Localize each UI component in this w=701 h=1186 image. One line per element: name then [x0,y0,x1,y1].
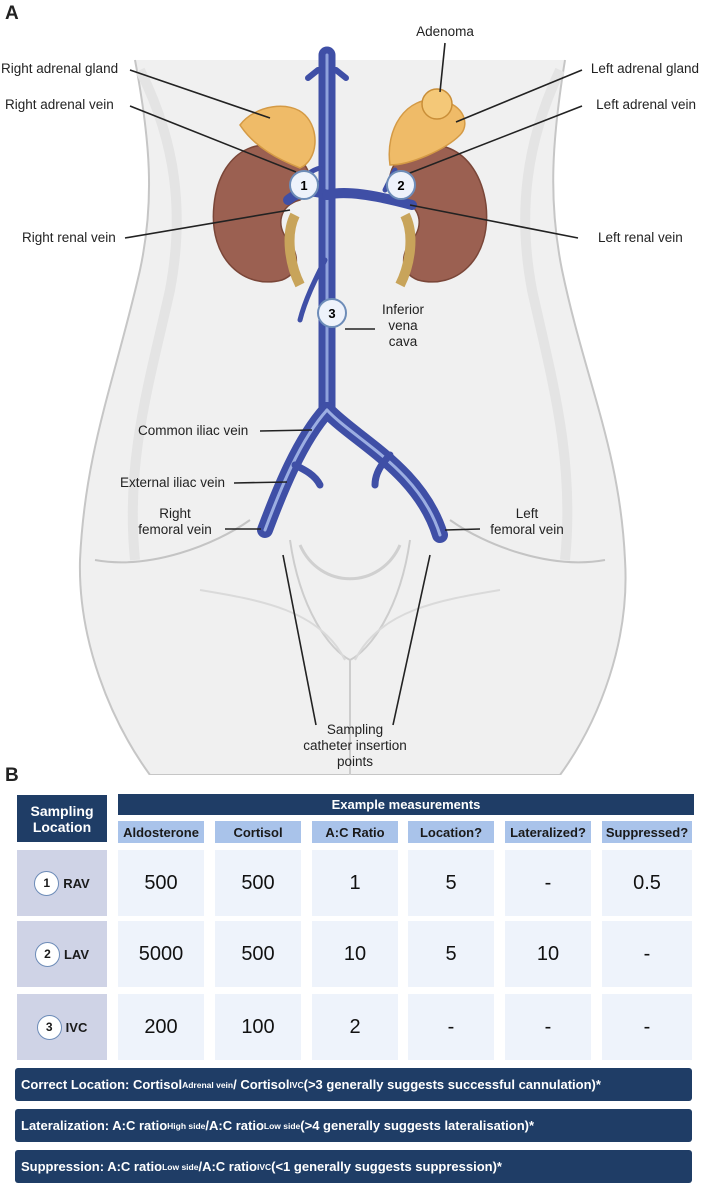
note-location-b: / Cortisol [233,1077,290,1092]
adenoma [421,88,453,120]
column-header: Cortisol [215,821,301,843]
label-left-renal-vein: Left renal vein [598,230,683,245]
note-location-s1: Adrenal vein [182,1079,234,1090]
row-number-marker: 1 [34,870,60,896]
table-cell: 500 [215,921,301,987]
svg-text:2: 2 [397,178,404,193]
row-number-marker: 3 [36,1014,62,1040]
note-location-s2: IVC [289,1079,304,1090]
table-cell: 100 [215,994,301,1060]
label-external-iliac: External iliac vein [120,475,226,490]
label-left-adrenal-vein: Left adrenal vein [596,97,696,112]
label-sampling-line1: Sampling [326,722,384,737]
label-left-femoral-line1: Left [515,506,539,521]
label-adenoma: Adenoma [416,24,474,39]
row-location-label: IVC [65,1019,88,1035]
table-cell: 200 [118,994,204,1060]
label-right-femoral: Right femoral vein [125,506,225,538]
table-cell: 2 [312,994,398,1060]
table-cell: - [505,850,591,916]
label-ivc-line1: Inferior [381,302,425,317]
note-sup-a: Suppression: A:C ratio [21,1159,163,1174]
body-silhouette [78,59,627,775]
table-cell: - [602,994,692,1060]
label-ivc: Inferior vena cava [378,302,428,350]
leader-lines [124,42,583,726]
note-location-a: Correct Location: Cortisol [21,1077,183,1092]
column-header: Suppressed? [602,821,692,843]
label-right-renal-vein: Right renal vein [22,230,116,245]
note-lat-s1: High side [167,1120,206,1131]
row-location-label: RAV [63,875,90,891]
label-left-adrenal-gland: Left adrenal gland [590,61,699,76]
table-cell: - [505,994,591,1060]
sampling-location-header: Sampling Location [17,795,107,842]
svg-text:1: 1 [300,178,307,193]
column-header: Location? [408,821,494,843]
table-cell: 10 [505,921,591,987]
table-cell: 5 [408,850,494,916]
table-cell: - [602,921,692,987]
column-header: Aldosterone [118,821,204,843]
column-header: A:C Ratio [312,821,398,843]
note-location-c: (>3 generally suggests successful cannul… [303,1077,601,1092]
right-adrenal-gland [239,105,316,169]
label-left-femoral-line2: femoral vein [490,522,564,537]
label-sampling-points: Sampling catheter insertion points [290,722,420,770]
table-cell: 0.5 [602,850,692,916]
label-left-femoral: Left femoral vein [482,506,572,538]
label-ivc-line2: vena [388,318,418,333]
note-sup-c: (<1 generally suggests suppression)* [271,1159,502,1174]
note-lat-b: /A:C ratio [205,1118,264,1133]
venous-system [257,46,448,543]
table-cell: 10 [312,921,398,987]
measurements-header: Example measurements [118,794,694,815]
note-sup-s2: IVC [256,1161,272,1172]
panel-b-letter: B [5,765,19,786]
row-location-label: LAV [63,946,90,962]
note-lat-c: (>4 generally suggests lateralisation)* [300,1118,535,1133]
label-ivc-line3: cava [388,334,418,349]
label-right-femoral-line1: Right [159,506,191,521]
label-right-adrenal-vein: Right adrenal vein [5,97,114,112]
label-right-femoral-line2: femoral vein [138,522,212,537]
marker-3: 3 [317,298,347,328]
note-sup-s1: Low side [162,1161,199,1172]
table-cell: 500 [215,850,301,916]
row-number-marker: 2 [34,941,60,967]
note-sup-b: /A:C ratio [198,1159,257,1174]
adrenal-venous-sampling-anatomy: 1 2 3 [78,42,627,775]
right-kidney [212,144,311,288]
marker-1: 1 [289,170,319,200]
table-cell: 1 [312,850,398,916]
table-cell: 5000 [118,921,204,987]
table-cell: 500 [118,850,204,916]
label-right-adrenal-gland: Right adrenal gland [1,61,119,76]
table-cell: - [408,994,494,1060]
label-sampling-line3: points [336,754,374,769]
marker-2: 2 [386,170,416,200]
note-lat-s2: Low side [263,1120,301,1131]
label-common-iliac: Common iliac vein [138,423,249,438]
table-cell: 5 [408,921,494,987]
label-sampling-line2: catheter insertion [303,738,407,753]
svg-text:3: 3 [328,306,335,321]
column-header: Lateralized? [505,821,591,843]
note-lat-a: Lateralization: A:C ratio [21,1118,168,1133]
panel-a-letter: A [5,3,19,24]
